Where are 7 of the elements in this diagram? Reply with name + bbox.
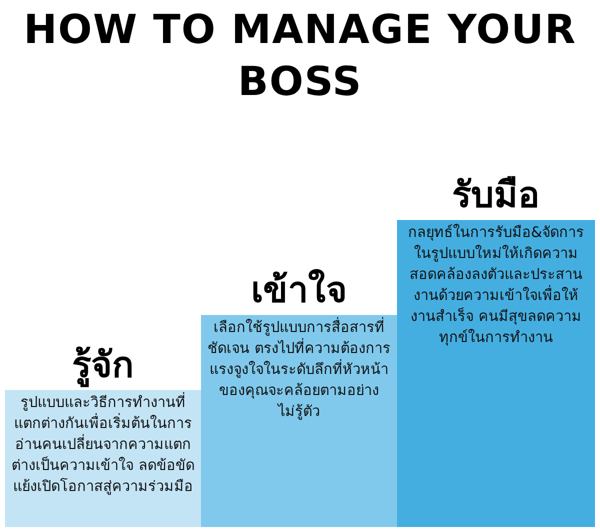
- title: HOW TO MANAGE YOUR BOSS: [22, 6, 578, 107]
- step-heading: รู้จัก: [71, 344, 135, 388]
- step-block: เลือกใช้รูปแบบการสื่อสารที่ชัดเจน ตรงไปที่ความต้องการแรงจูงใจในระดับลึกที่หัวหน้าของคุณจะคล้อยตามอย่างไม่รู้ตัว: [201, 315, 397, 527]
- step-block: กลยุทธ์ในการรับมือ&จัดการในรูปแบบใหม่ให้เกิดความสอดคล้องลงตัวและประสานงานด้วยความเข้าใจเพื่อให้งานสำเร็จ คนมีสุขลดความทุกข์ในการทำงาน: [397, 220, 595, 527]
- step-heading: รับมือ: [451, 174, 541, 218]
- step-block: รูปแบบและวิธีการทำงานที่แตกต่างกันเพื่อเริ่มต้นในการอ่านคนเปลี่ยนจากความแตกต่างเป็นความเข้าใจ ลดข้อขัดแย้งเปิดโอกาสสู่ความร่วมมือ: [5, 390, 201, 527]
- step-heading: เข้าใจ: [250, 269, 348, 313]
